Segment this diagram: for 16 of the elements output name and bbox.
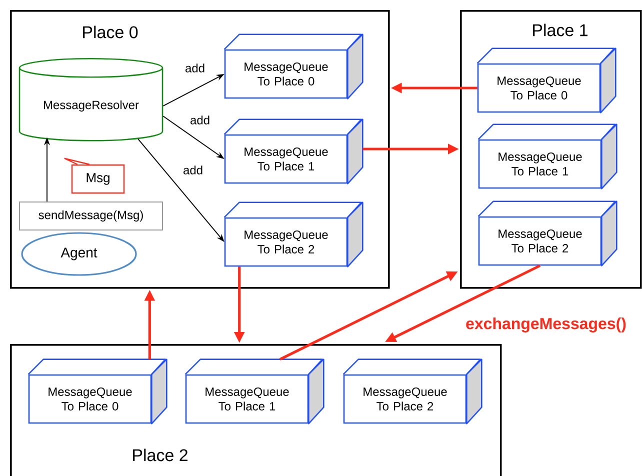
message-queue-box: MessageQueue To Place 2 [342,358,482,424]
message-queue-box: MessageQueue To Place 0 [476,48,616,114]
message-queue-box: MessageQueue To Place 1 [478,124,618,190]
method-box: sendMessage(Msg) [19,201,163,230]
message-queue-box: MessageQueue To Place 2 [478,200,618,266]
operation-label: exchangeMessages() [466,318,626,332]
message-queue-box: MessageQueue To Place 1 [184,358,324,424]
message-queue-box: MessageQueue To Place 2 [224,202,364,268]
message-callout: Msg [64,158,125,194]
edge-label: add [184,62,206,74]
message-queue-box: MessageQueue To Place 1 [224,118,364,184]
edge-label: add [189,114,212,126]
message-queue-box: MessageQueue To Place 0 [224,34,364,100]
message-queue-box: MessageQueue To Place 0 [28,358,168,424]
database-cylinder: MessageResolver [18,58,164,142]
edge-label: add [182,164,204,176]
